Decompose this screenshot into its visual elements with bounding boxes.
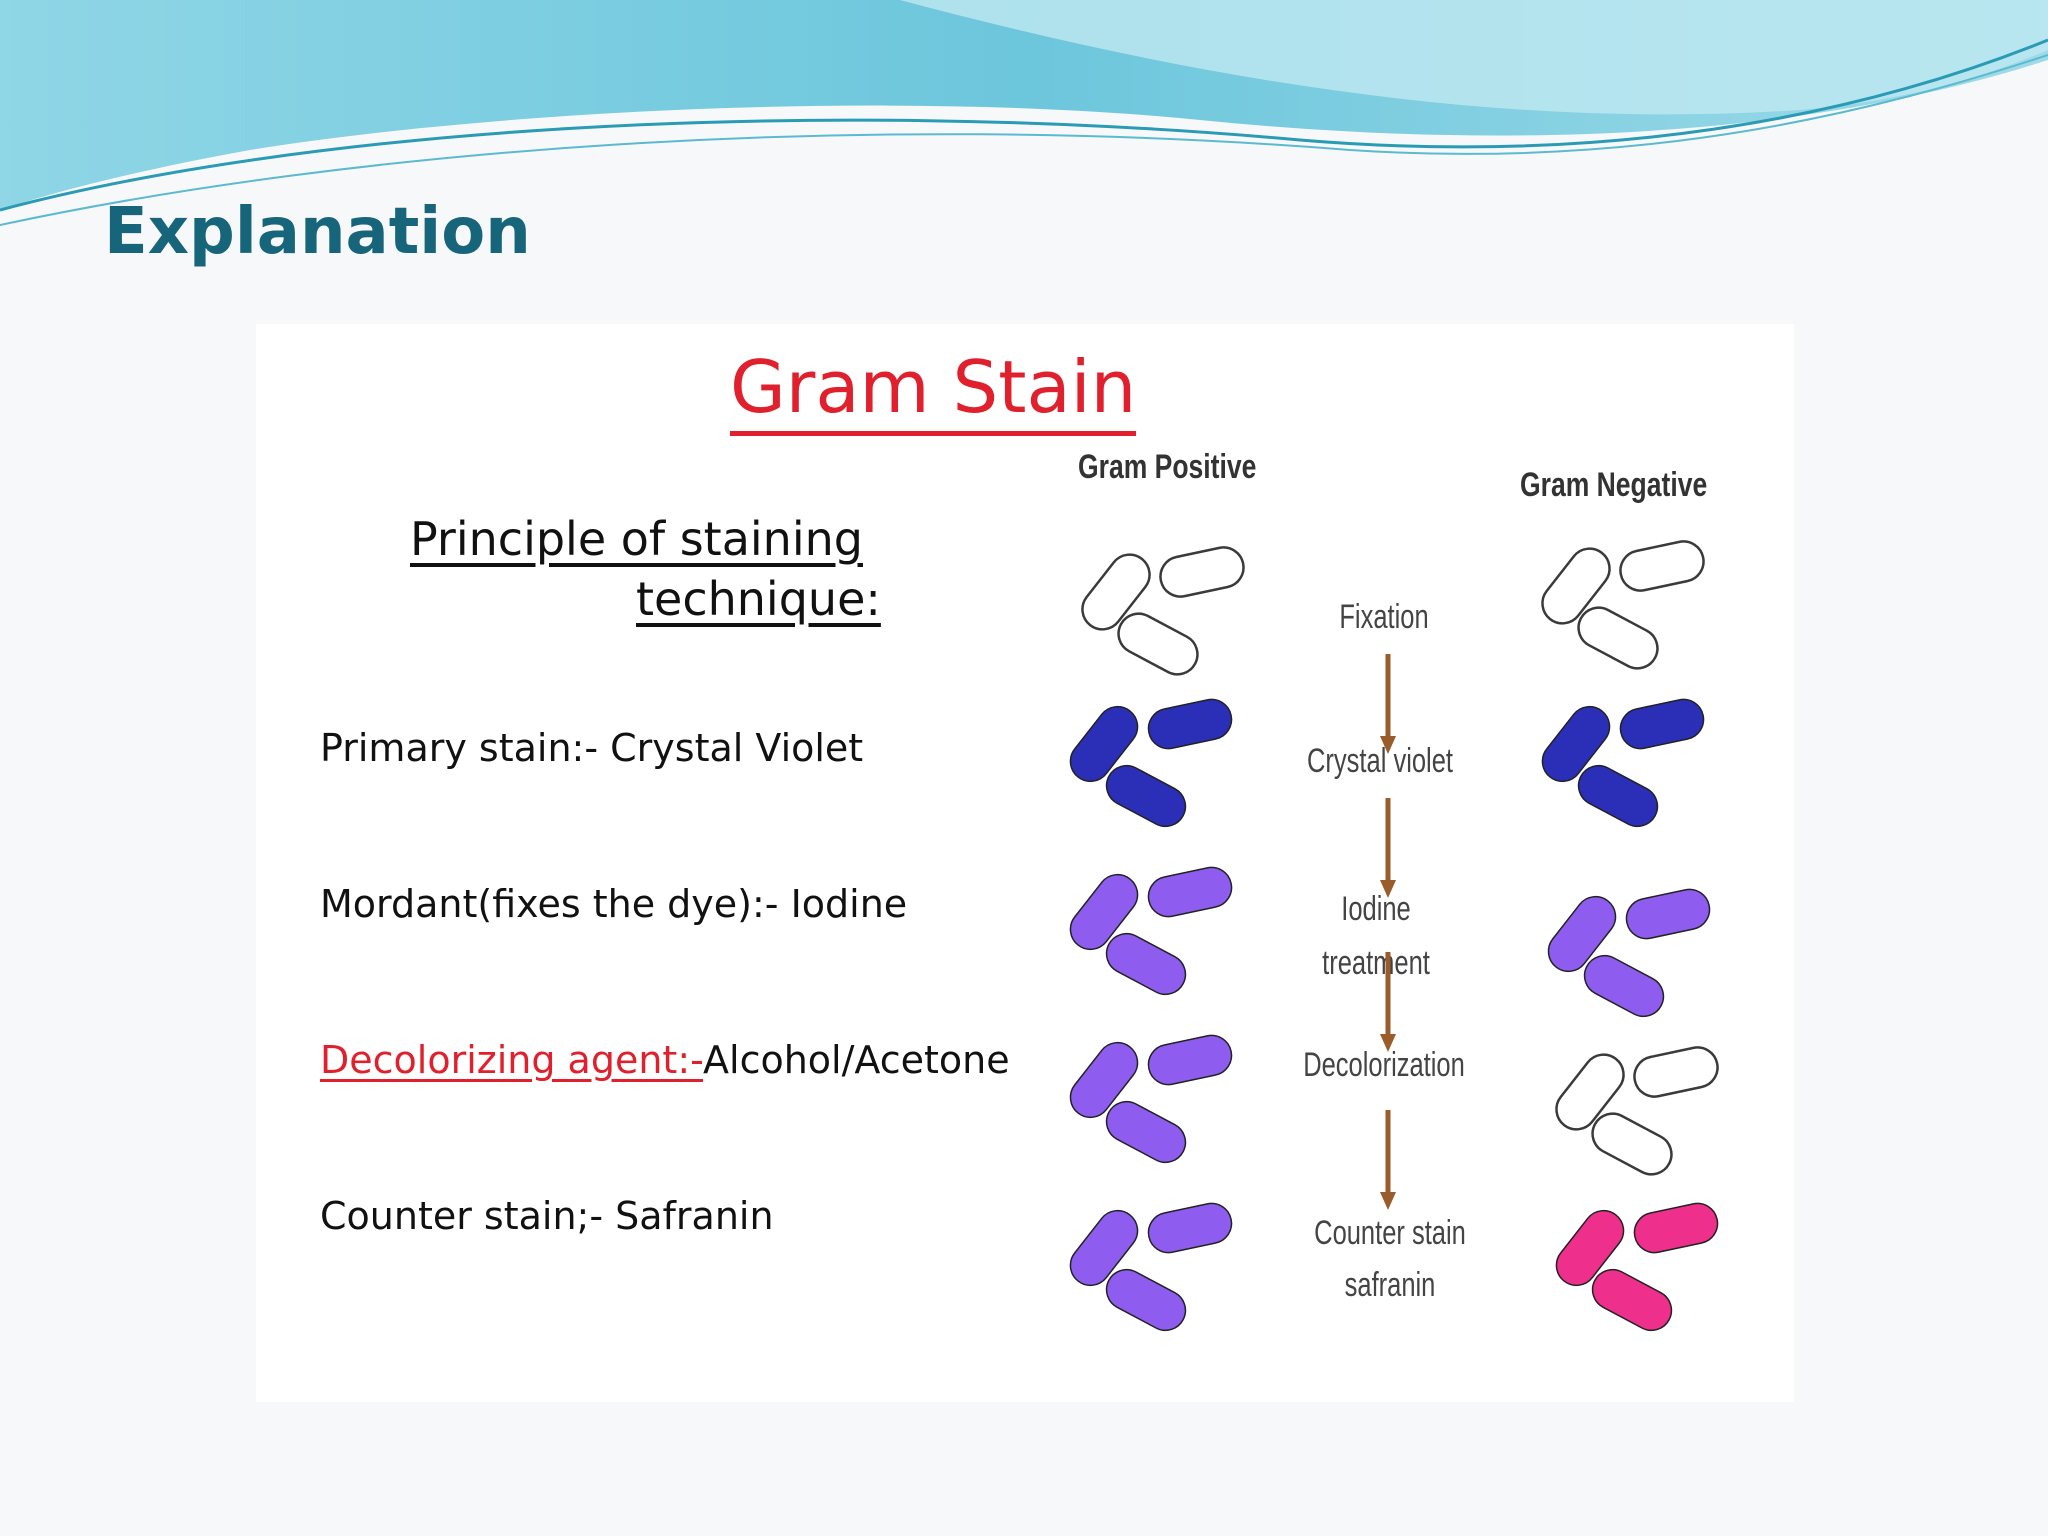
bacteria-positive-fixation [1081, 546, 1245, 676]
step-label: Alcohol/Acetone [703, 1038, 1010, 1082]
bacteria-negative-iodine [1547, 888, 1711, 1018]
bacterium-cell-2 [1147, 1202, 1233, 1254]
bacterium-cell-2 [1625, 888, 1711, 940]
slide-title: Explanation [104, 195, 531, 269]
bacteria-positive-decolorization [1069, 1034, 1233, 1164]
bacteria-positive-crystal-violet [1069, 698, 1233, 828]
bacterium-cell-1 [1069, 705, 1139, 783]
arrow-down-icon [1380, 1110, 1396, 1210]
step-label: Mordant(fixes the dye):- Iodine [320, 882, 908, 926]
principle-heading: Principle of staining technique: [410, 510, 881, 630]
bacterium-cell-2 [1159, 546, 1245, 598]
bacterium-cell-1 [1069, 873, 1139, 951]
process-fixation: Fixation [1339, 598, 1429, 636]
bacterium-cell-3 [1577, 764, 1659, 828]
bacterium-cell-1 [1541, 547, 1611, 625]
process-decolorization: Decolorization [1303, 1046, 1465, 1084]
column-header-gram-negative: Gram Negative [1520, 466, 1708, 504]
bacterium-cell-2 [1619, 698, 1705, 750]
bacterium-cell-3 [1591, 1268, 1673, 1332]
bacteria-negative-decolorization [1555, 1046, 1719, 1176]
bacterium-cell-3 [1105, 1100, 1187, 1164]
process-iodine-treatment: Iodine treatment [1322, 890, 1430, 983]
step-decolorizing: Decolorizing agent:-Alcohol/Acetone [320, 1038, 1010, 1082]
process-crystal-violet: Crystal violet [1307, 742, 1453, 780]
bacterium-cell-1 [1081, 553, 1151, 631]
step-label: Primary stain:- Crystal Violet [320, 726, 864, 770]
process-counter-stain: Counter stain [1314, 1214, 1466, 1252]
bacterium-cell-3 [1105, 932, 1187, 996]
bacterium-cell-3 [1591, 1112, 1673, 1176]
bacteria-positive-iodine [1069, 866, 1233, 996]
bacteria-negative-fixation [1541, 540, 1705, 670]
bacterium-cell-3 [1117, 612, 1199, 676]
bacterium-cell-2 [1633, 1046, 1719, 1098]
step-primary-stain: Primary stain:- Crystal Violet [320, 726, 863, 770]
diagram-title: Gram Stain [730, 347, 1137, 437]
bacterium-cell-1 [1069, 1041, 1139, 1119]
bacterium-cell-1 [1555, 1053, 1625, 1131]
step-label-highlight: Decolorizing agent:- [320, 1038, 704, 1082]
principle-line-1: Principle of staining [410, 512, 863, 566]
step-mordant: Mordant(fixes the dye):- Iodine [320, 882, 907, 926]
bacterium-cell-3 [1577, 606, 1659, 670]
arrow-down-icon [1380, 654, 1396, 754]
bacterium-cell-1 [1555, 1209, 1625, 1287]
step-counter-stain: Counter stain;- Safranin [320, 1194, 774, 1238]
step-label: Counter stain;- Safranin [320, 1194, 774, 1238]
bacteria-positive-counter-stain [1069, 1202, 1233, 1332]
bacterium-cell-1 [1541, 705, 1611, 783]
bacterium-cell-2 [1619, 540, 1705, 592]
bacteria-negative-counter-stain [1555, 1202, 1719, 1332]
arrow-down-icon [1380, 798, 1396, 898]
bacterium-cell-3 [1105, 764, 1187, 828]
bacteria-negative-crystal-violet [1541, 698, 1705, 828]
bacterium-cell-2 [1633, 1202, 1719, 1254]
principle-line-2: technique: [636, 571, 881, 626]
decorative-wave-header [0, 0, 2048, 226]
gram-stain-diagram: Gram Stain Principle of staining techniq… [256, 324, 1794, 1402]
column-header-gram-positive: Gram Positive [1078, 448, 1257, 486]
bacterium-cell-3 [1583, 954, 1665, 1018]
bacterium-cell-2 [1147, 866, 1233, 918]
bacterium-cell-1 [1069, 1209, 1139, 1287]
arrow-down-icon [1380, 952, 1396, 1052]
process-safranin: safranin [1344, 1266, 1436, 1304]
bacterium-cell-1 [1547, 895, 1617, 973]
bacterium-cell-3 [1105, 1268, 1187, 1332]
bacterium-cell-2 [1147, 698, 1233, 750]
bacterium-cell-2 [1147, 1034, 1233, 1086]
